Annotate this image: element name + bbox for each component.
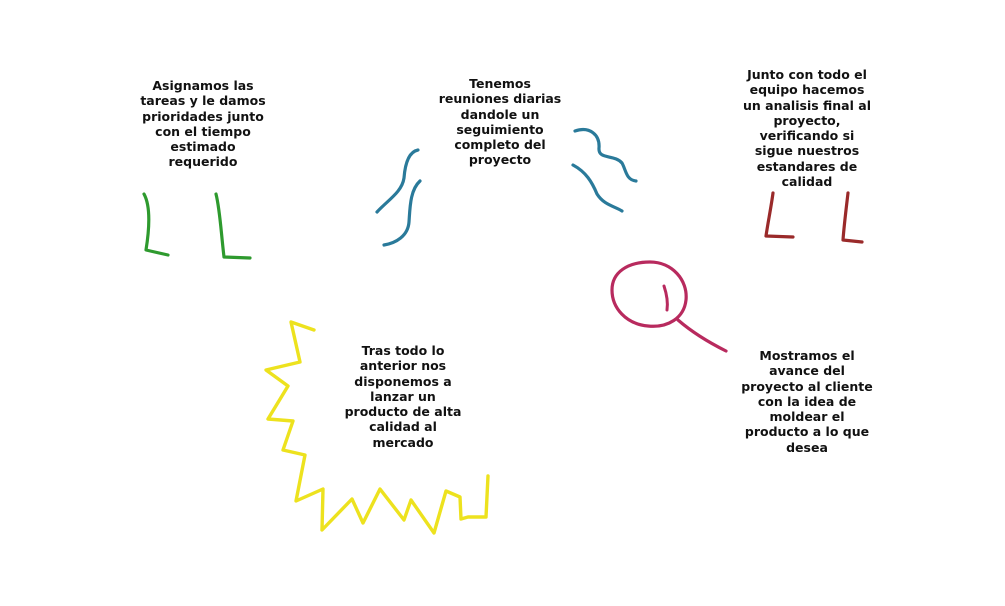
green-stroke-left <box>142 192 170 257</box>
magnifier-lens <box>610 260 688 328</box>
note-final-analysis: Junto con todo el equipo hacemos un anal… <box>743 67 871 190</box>
green-stroke-right <box>214 192 252 260</box>
note-product-launch: Tras todo lo anterior nos disponemos a l… <box>344 343 462 450</box>
note-assign-tasks: Asignamos las tareas y le damos priorida… <box>140 78 266 170</box>
teal-stroke-4 <box>571 163 624 213</box>
teal-stroke-2 <box>382 179 422 247</box>
maroon-stroke-left <box>764 191 795 239</box>
yellow-zigzag <box>264 320 490 535</box>
magenta-magnifier <box>610 260 728 353</box>
note-daily-meetings: Tenemos reuniones diarias dandole un seg… <box>438 76 562 168</box>
maroon-l-marks <box>764 191 864 244</box>
maroon-stroke-right <box>841 191 864 244</box>
teal-stroke-3 <box>573 128 638 183</box>
teal-wave-strokes <box>375 128 638 247</box>
teal-stroke-1 <box>375 148 420 214</box>
green-l-marks <box>142 192 252 260</box>
yellow-stroke <box>264 320 490 535</box>
magnifier-handle <box>676 318 728 353</box>
note-client-progress: Mostramos el avance del proyecto al clie… <box>741 348 873 455</box>
magnifier-glint <box>662 284 669 312</box>
